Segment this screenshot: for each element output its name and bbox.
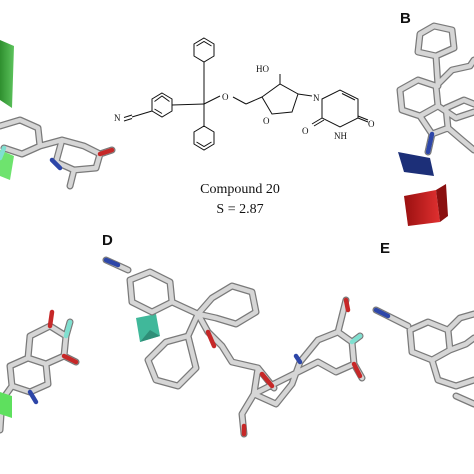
hbond-donor-feature-red bbox=[404, 190, 440, 226]
compound-20-structure bbox=[123, 37, 369, 151]
atom-n-base: N bbox=[313, 93, 320, 103]
panel-label-d: D bbox=[102, 232, 113, 249]
panel-a-model bbox=[0, 40, 116, 190]
compound-name: Compound 20 bbox=[200, 182, 280, 197]
atom-ho: HO bbox=[256, 64, 269, 74]
aromatic-feature-green-small bbox=[0, 150, 14, 180]
score-value: S = 2.87 bbox=[216, 202, 264, 217]
atom-o-ring: O bbox=[263, 116, 270, 126]
panel-label-b: B bbox=[400, 10, 411, 27]
compound-20-atom-labels: N O HO O N O O NH bbox=[114, 64, 375, 141]
atom-o-base-left: O bbox=[302, 126, 309, 136]
hydrophobic-feature-green bbox=[0, 40, 14, 108]
atom-nh: NH bbox=[334, 131, 347, 141]
atom-o-ether: O bbox=[222, 92, 229, 102]
panel-b-model bbox=[396, 22, 474, 226]
aromatic-feature-green-c bbox=[0, 392, 12, 418]
atom-n-nitrile: N bbox=[114, 113, 121, 123]
hbond-acceptor-feature-navy bbox=[398, 152, 434, 176]
panel-c-model bbox=[0, 309, 80, 434]
panel-label-e: E bbox=[380, 240, 391, 257]
panel-d-model bbox=[102, 256, 366, 438]
panel-e-model bbox=[372, 306, 474, 408]
atom-o-base-right: O bbox=[368, 119, 375, 129]
panel-a-uracil-sticks bbox=[0, 116, 116, 190]
